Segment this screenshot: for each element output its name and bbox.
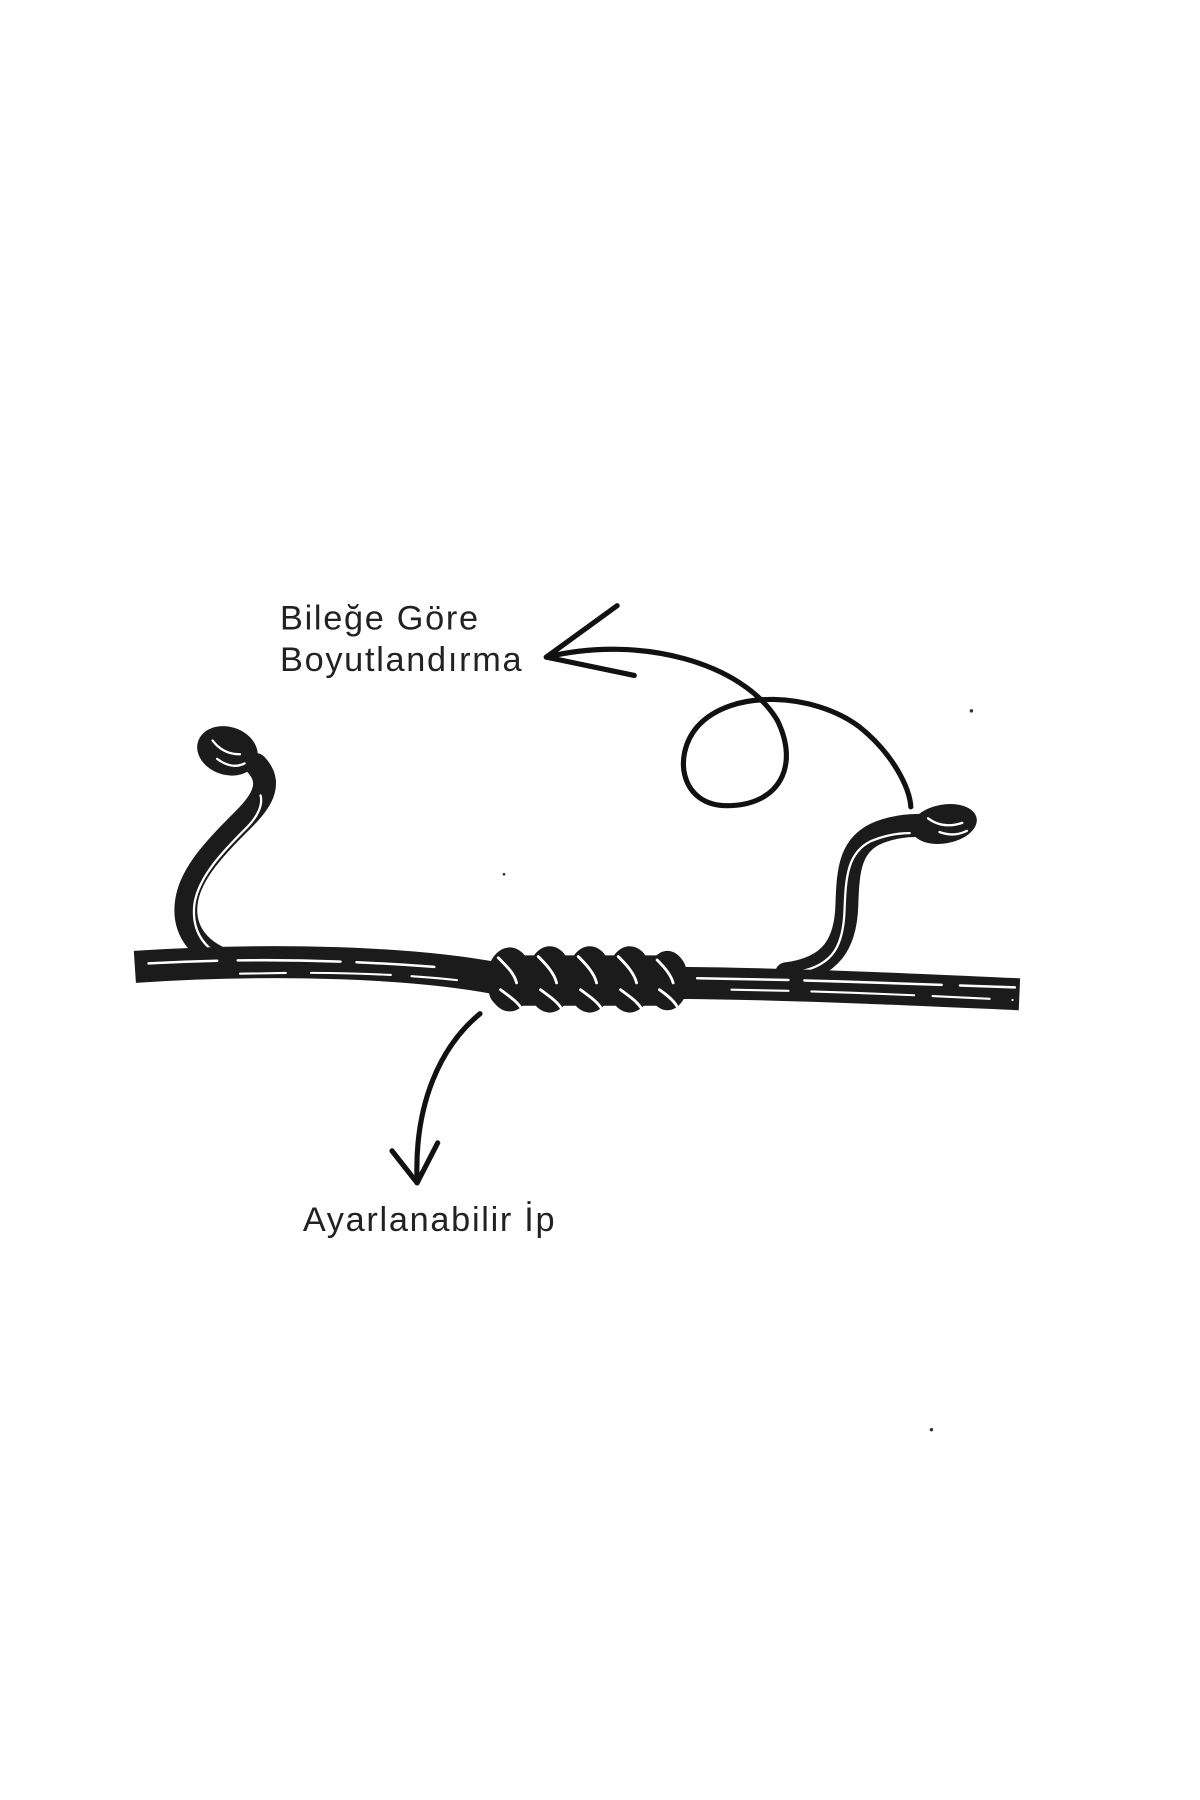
main-cord <box>133 946 1021 1011</box>
sizing-annotation: Bileğe Göre Boyutlandırma <box>280 600 914 810</box>
right-bead-detail <box>926 817 968 836</box>
adjustable-arrow-stem <box>414 1011 483 1186</box>
knot-coil-twist <box>536 955 563 1010</box>
right-cord-tail <box>774 804 977 986</box>
left-cord-tail <box>174 726 276 975</box>
curved-loop-arrow-icon <box>543 603 914 810</box>
main-cord-right-gap-2 <box>730 988 1014 1002</box>
speck <box>929 1428 934 1432</box>
main-cord-left <box>133 946 499 995</box>
knot-coil-twist <box>616 955 643 1010</box>
knot-coil-body <box>646 950 688 1011</box>
sizing-label-line2: Boyutlandırma <box>280 641 523 679</box>
speck <box>502 872 506 876</box>
bracelet <box>133 726 1021 1013</box>
knot-coil-3 <box>566 946 613 1013</box>
left-bead-detail <box>211 739 246 767</box>
main-cord-right-gap-1 <box>695 977 1017 989</box>
knot-coil-2 <box>526 946 573 1013</box>
speck <box>969 709 974 713</box>
sizing-arrow-stem <box>543 646 914 810</box>
knot-coil-twist <box>655 958 678 1008</box>
knot-coil-1 <box>486 947 533 1012</box>
main-cord-left-gap-1 <box>147 958 436 969</box>
sizing-arrow-head <box>543 603 637 678</box>
knot-coil-4 <box>606 946 653 1013</box>
right-end-bead <box>911 804 977 844</box>
knot-coil-twist <box>496 956 523 1010</box>
left-tail-strand <box>174 753 276 975</box>
sliding-knot <box>486 946 688 1013</box>
main-cord-left-gap-2 <box>238 971 482 984</box>
adjustable-label: Ayarlanabilir İp <box>303 1200 556 1239</box>
sizing-label-line1: Bileğe Göre <box>280 600 480 638</box>
knot-coil-5 <box>646 950 688 1011</box>
main-cord-right <box>678 966 1021 1011</box>
left-end-bead <box>197 726 258 776</box>
knot-coil-body <box>606 946 653 1013</box>
right-tail-strand-gap <box>798 832 911 973</box>
knot-coil-body <box>526 946 573 1013</box>
knot-coil-body <box>566 946 613 1013</box>
adjustable-arrow-head <box>389 1140 441 1186</box>
right-tail-strand <box>774 813 942 986</box>
adjustable-annotation: Ayarlanabilir İp <box>303 1011 556 1239</box>
knot-coil-twist <box>576 955 603 1010</box>
knot-coil-body <box>486 947 533 1012</box>
left-tail-strand-gap <box>192 794 263 959</box>
curved-down-arrow-icon <box>389 1011 483 1186</box>
